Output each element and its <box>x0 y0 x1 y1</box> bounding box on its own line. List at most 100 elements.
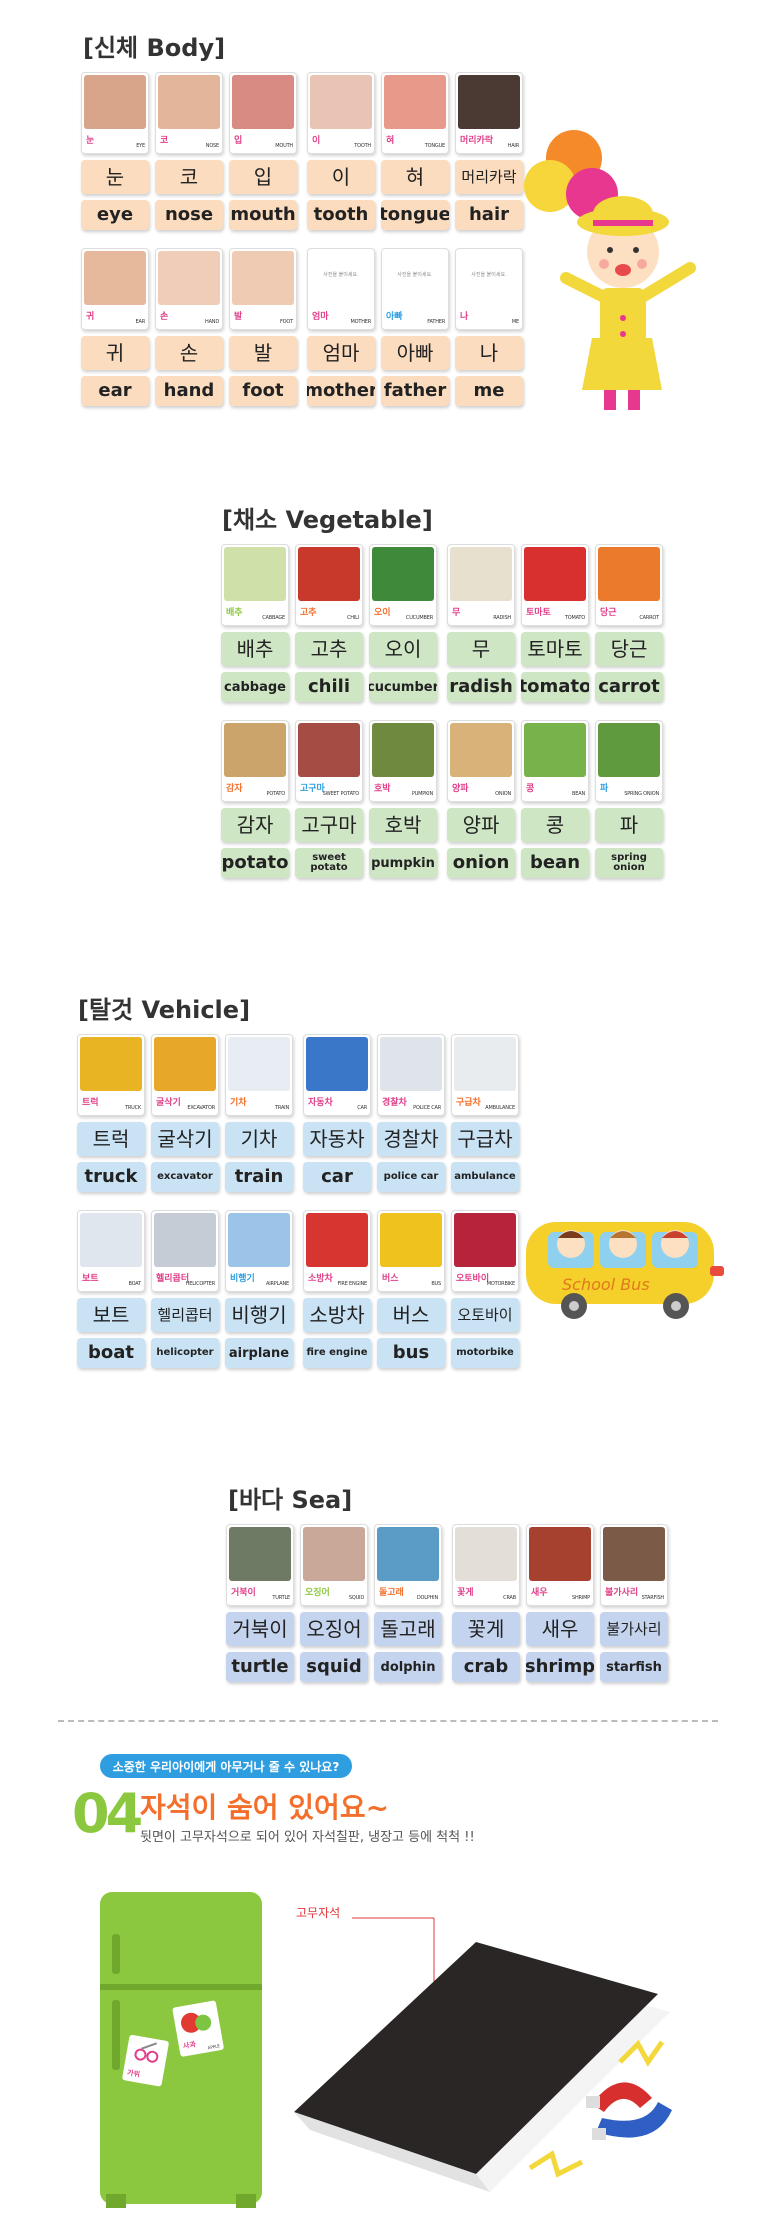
vehicle-korean-tile: 비행기 <box>225 1298 293 1332</box>
vegetable-korean-tile: 토마토 <box>521 632 589 666</box>
sea-english-tile: crab <box>452 1652 520 1682</box>
vegetable-photo <box>524 547 586 601</box>
body-korean-tile: 눈 <box>81 160 149 194</box>
vehicle-korean-tile: 헬리콥터 <box>151 1298 219 1332</box>
body-picture-ko-label: 나 <box>460 312 469 322</box>
sea-picture-ko-label: 불가사리 <box>605 1588 639 1598</box>
body-korean-tile: 아빠 <box>381 336 449 370</box>
vehicle-picture-ko-label: 보트 <box>82 1274 99 1284</box>
sea-picture-ko-label: 오징어 <box>305 1588 330 1598</box>
vegetable-english-tile: bean <box>521 848 589 878</box>
vehicle-picture-ko-label: 자동차 <box>308 1098 333 1108</box>
sea-picture-ko-label: 거북이 <box>231 1588 256 1598</box>
vegetable-picture-en-caption: CARROT <box>639 615 659 621</box>
vegetable-photo <box>524 723 586 777</box>
body-picture-en-caption: EAR <box>135 319 146 325</box>
sea-english-tile: squid <box>300 1652 368 1682</box>
scissors-card-ko: 가위 <box>126 2068 140 2079</box>
vegetable-korean-tile: 콩 <box>521 808 589 842</box>
vehicle-english-tile: police car <box>377 1162 445 1192</box>
sea-english-tile: turtle <box>226 1652 294 1682</box>
vegetable-picture-en-caption: SPRING ONION <box>624 791 659 797</box>
vehicle-english-tile: truck <box>77 1162 145 1192</box>
vegetable-korean-tile: 배추 <box>221 632 289 666</box>
vehicle-english-tile: airplane <box>225 1338 293 1368</box>
body-photo <box>84 75 146 129</box>
vehicle-photo <box>228 1213 290 1267</box>
body-picture-en-caption: MOTHER <box>350 319 372 325</box>
vegetable-photo <box>298 547 360 601</box>
vehicle-picture-en-caption: AIRPLANE <box>265 1281 289 1287</box>
rubber-magnet-label: 고무자석 <box>296 1906 341 1920</box>
vehicle-korean-tile: 보트 <box>77 1298 145 1332</box>
vehicle-picture-en-caption: POLICE CAR <box>413 1105 441 1111</box>
body-picture-en-caption: HAIR <box>507 143 520 149</box>
apple-card-en: APPLE <box>207 2043 220 2050</box>
vehicle-picture-en-caption: TRUCK <box>125 1105 141 1111</box>
vegetable-picture-en-caption: CABBAGE <box>262 615 285 621</box>
vegetable-picture-en-caption: SWEET POTATO <box>322 791 360 797</box>
sea-picture-ko-label: 돌고래 <box>379 1588 404 1598</box>
vegetable-english-tile: sweet potato <box>295 848 363 878</box>
vegetable-picture-en-caption: ONION <box>495 791 511 797</box>
vegetable-english-tile: chili <box>295 672 363 702</box>
vegetable-korean-tile: 오이 <box>369 632 437 666</box>
vegetable-picture-ko-label: 당근 <box>600 608 617 618</box>
vehicle-english-tile: bus <box>377 1338 445 1368</box>
vehicle-photo <box>380 1213 442 1267</box>
vegetable-korean-tile: 고구마 <box>295 808 363 842</box>
body-picture-en-caption: FATHER <box>427 319 445 325</box>
vehicle-english-tile: train <box>225 1162 293 1192</box>
body-korean-tile: 혀 <box>381 160 449 194</box>
sea-photo <box>455 1527 517 1581</box>
vegetable-picture-en-caption: POTATO <box>266 791 286 797</box>
vehicle-picture-en-caption: FIRE ENGINE <box>337 1281 367 1287</box>
body-picture-en-caption: NOSE <box>205 143 219 149</box>
vehicle-photo <box>154 1037 216 1091</box>
body-korean-tile: 코 <box>155 160 223 194</box>
body-picture-ko-label: 귀 <box>86 312 95 322</box>
vegetable-title: [채소 Vegetable] <box>222 506 433 534</box>
sea-korean-tile: 불가사리 <box>600 1612 668 1646</box>
vegetable-picture-en-caption: CUCUMBER <box>405 615 433 621</box>
body-english-tile: hair <box>455 200 523 230</box>
feature-headline: 자석이 숨어 있어요~ <box>140 1791 390 1824</box>
body-picture-en-caption: TOOTH <box>354 143 371 149</box>
vehicle-picture-ko-label: 오토바이 <box>456 1274 490 1284</box>
vehicle-picture-ko-label: 헬리콥터 <box>156 1274 190 1284</box>
vegetable-korean-tile: 양파 <box>447 808 515 842</box>
body-english-tile: father <box>381 376 449 406</box>
body-korean-tile: 머리카락 <box>455 160 523 194</box>
body-picture-ko-label: 입 <box>234 136 243 146</box>
vegetable-korean-tile: 호박 <box>369 808 437 842</box>
body-picture-ko-label: 혀 <box>386 136 395 146</box>
sea-picture-en-caption: TURTLE <box>272 1595 290 1601</box>
question-pill: 소중한 우리아이에게 아무거나 줄 수 있나요? <box>100 1754 352 1778</box>
vehicle-english-tile: car <box>303 1162 371 1192</box>
body-picture-en-caption: HAND <box>205 319 219 325</box>
yellow-balloon <box>524 160 576 212</box>
sea-korean-tile: 꽃게 <box>452 1612 520 1646</box>
vehicle-picture-en-caption: MOTORBIKE <box>486 1281 515 1287</box>
